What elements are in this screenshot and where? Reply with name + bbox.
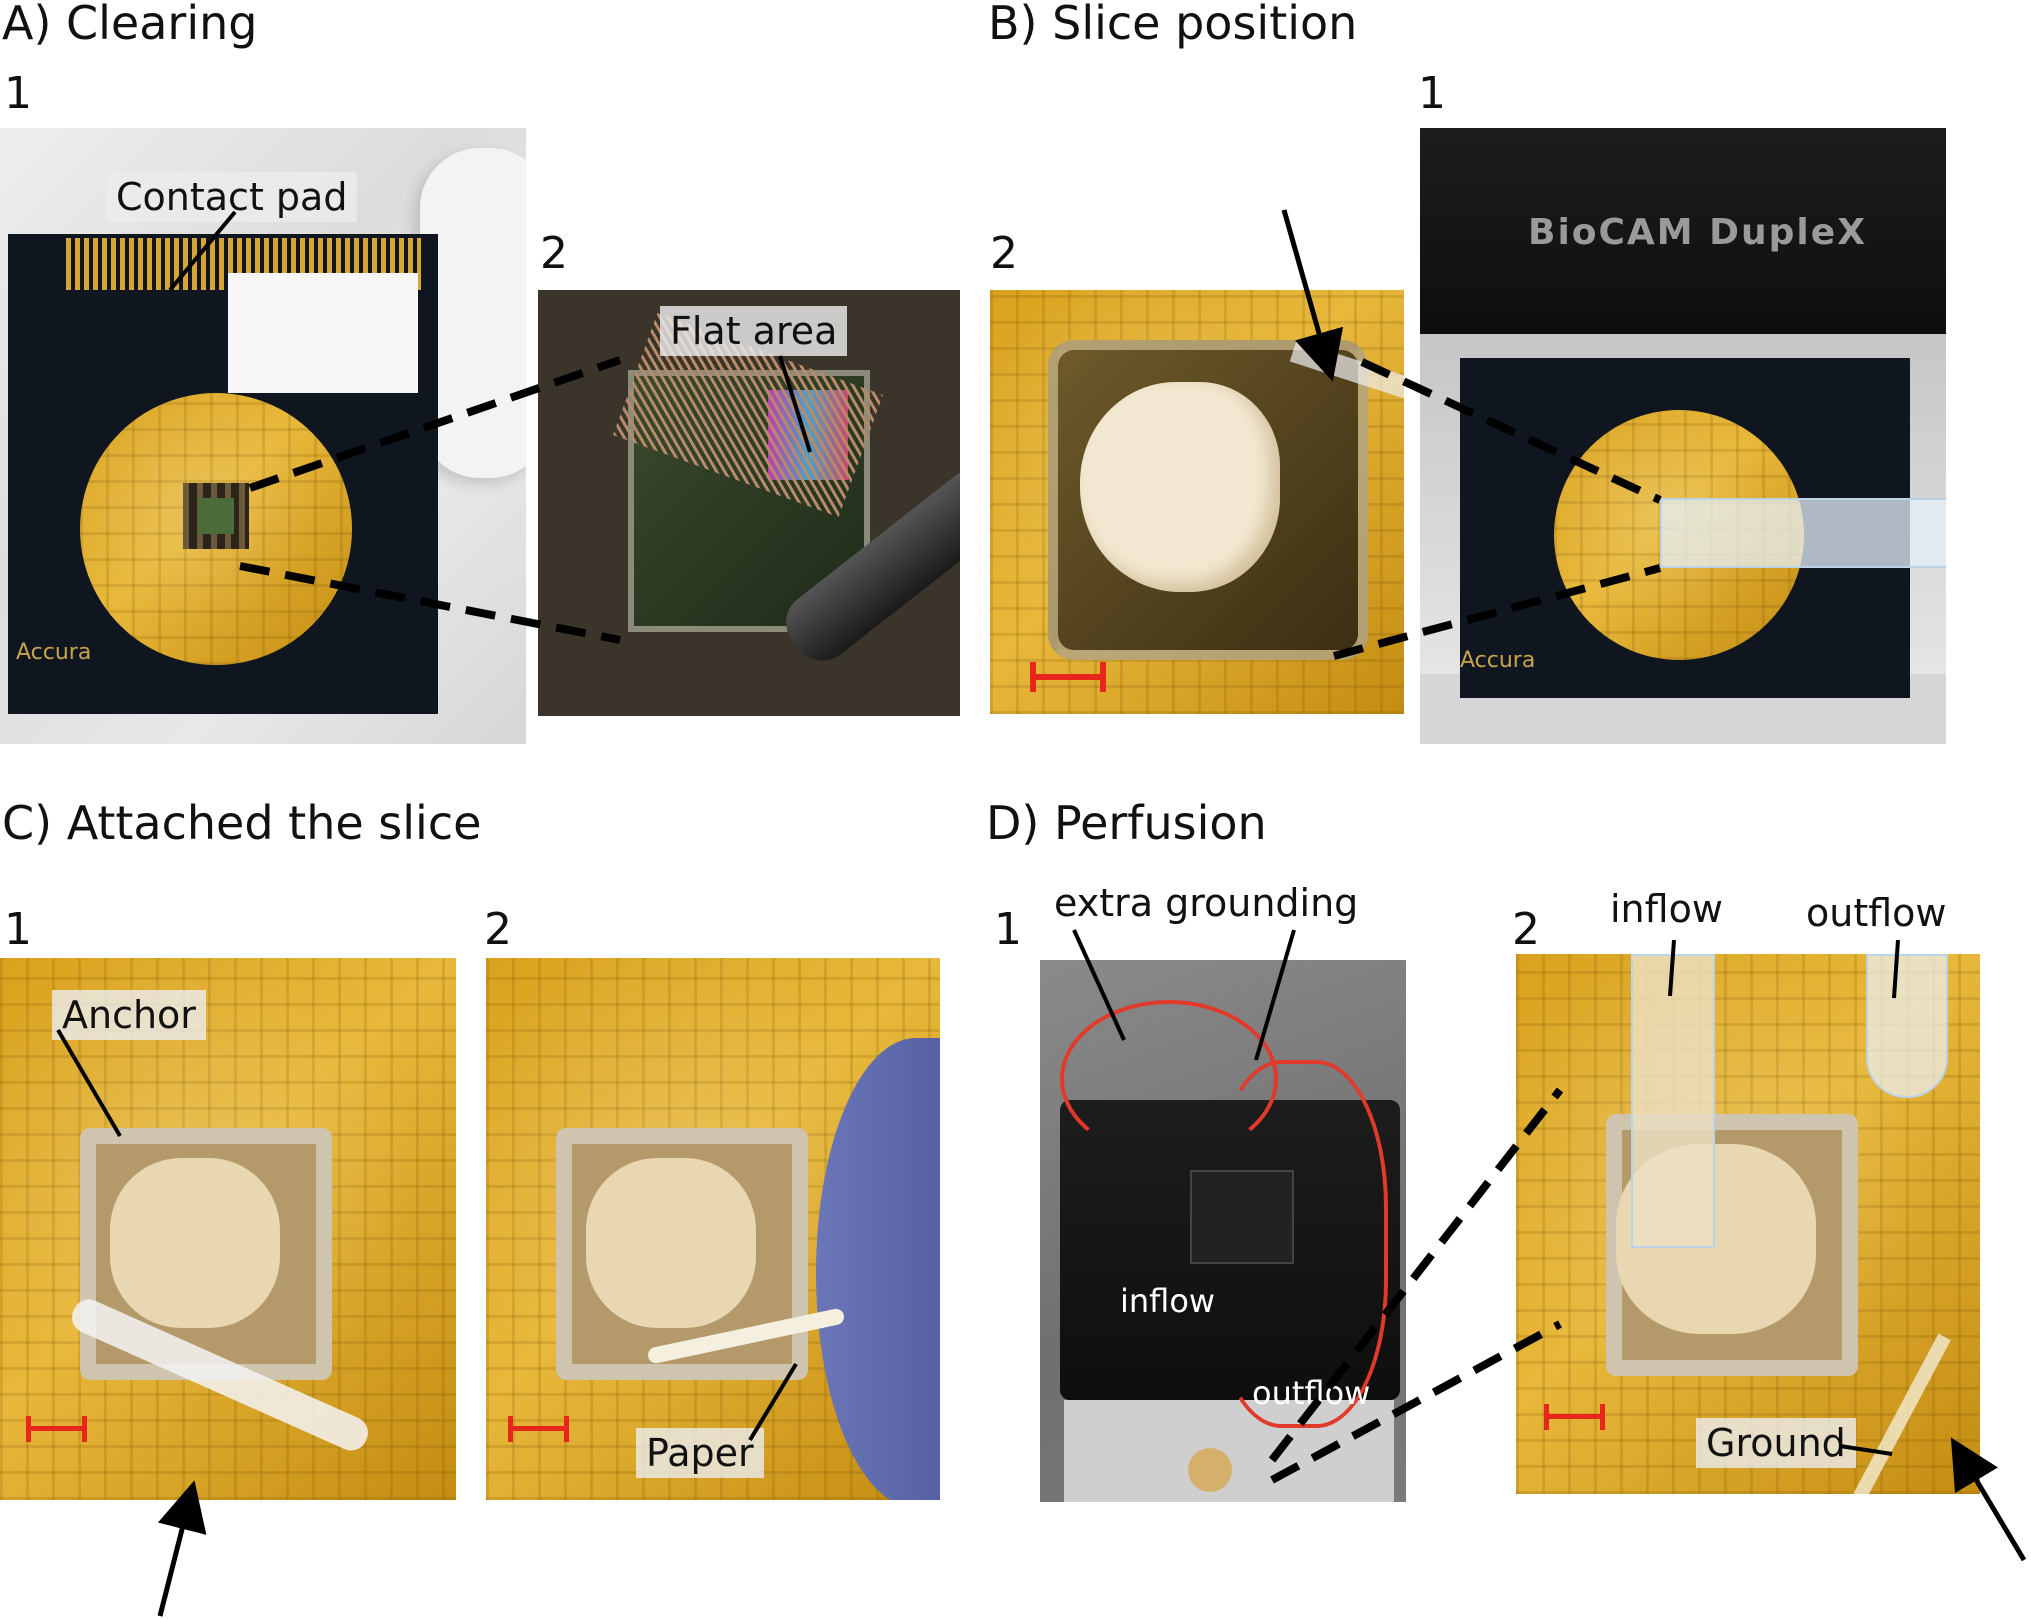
scale-bar-c2-cap-right (564, 1416, 569, 1442)
perfusion-tube-b1 (1660, 498, 1946, 568)
panel-c2-number: 2 (484, 904, 512, 955)
chip-center (183, 483, 249, 549)
label-inflow-d2: inflow (1610, 887, 1723, 931)
label-contact-pad: Contact pad (106, 172, 358, 222)
panel-b1-number: 1 (1418, 68, 1446, 119)
label-extra-grounding: extra grounding (1054, 881, 1359, 925)
panel-d-title: D) Perfusion (986, 796, 1267, 850)
scale-bar-b2-cap-left (1030, 662, 1036, 692)
white-paper (228, 273, 418, 393)
biocam-lid (1420, 128, 1946, 334)
scale-bar-d2-cap-right (1600, 1404, 1605, 1430)
panel-a1-number: 1 (4, 68, 32, 119)
scale-bar-c2-cap-left (508, 1416, 513, 1442)
chip-center-window (198, 498, 234, 534)
label-inflow-d1: inflow (1120, 1282, 1216, 1320)
photo-d2-tubes-on-chamber (1516, 954, 1980, 1494)
scale-bar-b2-cap-right (1100, 662, 1106, 692)
accura-logo-text: Accura (16, 640, 92, 665)
scale-bar-c1-cap-left (26, 1416, 31, 1442)
brain-slice (1080, 382, 1280, 592)
panel-c1-number: 1 (4, 904, 32, 955)
scale-bar-c2 (510, 1426, 568, 1431)
panel-d2-number: 2 (1512, 904, 1540, 955)
panel-a2-number: 2 (540, 228, 568, 279)
scale-bar-c1 (28, 1426, 86, 1431)
brain-slice-c2 (586, 1158, 756, 1328)
label-paper: Paper (636, 1428, 764, 1478)
brain-slice-c1 (110, 1158, 280, 1328)
panel-d1-number: 1 (994, 904, 1022, 955)
biocam-brand-text: BioCAM DupleX (1528, 212, 1867, 253)
mea-chip-d1 (1188, 1448, 1232, 1492)
label-anchor: Anchor (52, 990, 206, 1040)
label-outflow-d2: outflow (1806, 891, 1947, 935)
scale-bar-b2 (1032, 674, 1104, 680)
label-outflow-d1: outflow (1252, 1374, 1371, 1412)
scale-bar-d2-cap-left (1544, 1404, 1549, 1430)
label-ground: Ground (1696, 1418, 1856, 1468)
inflow-tube-d2 (1631, 954, 1715, 1248)
photo-d1-perfusion-setup: inflow outflow (1040, 960, 1406, 1502)
outflow-tube-d2 (1866, 954, 1948, 1098)
arrow-c1-forceps (157, 1480, 207, 1617)
red-wire-2 (1210, 1060, 1388, 1428)
panel-b-title: B) Slice position (988, 0, 1358, 50)
panel-c-title: C) Attached the slice (2, 796, 482, 850)
scale-bar-c1-cap-right (82, 1416, 87, 1442)
photo-b1-biocam-device: BioCAM DupleX Accura (1420, 128, 1946, 744)
panel-a-title: A) Clearing (2, 0, 258, 50)
photo-c2-paper (486, 958, 940, 1500)
glove-c2 (816, 1038, 940, 1500)
accura-logo-text-b1: Accura (1460, 648, 1536, 673)
scale-bar-d2 (1546, 1414, 1604, 1419)
panel-b2-number: 2 (990, 228, 1018, 279)
label-flat-area: Flat area (660, 306, 848, 356)
photo-b2-slice-in-chamber (990, 290, 1404, 714)
